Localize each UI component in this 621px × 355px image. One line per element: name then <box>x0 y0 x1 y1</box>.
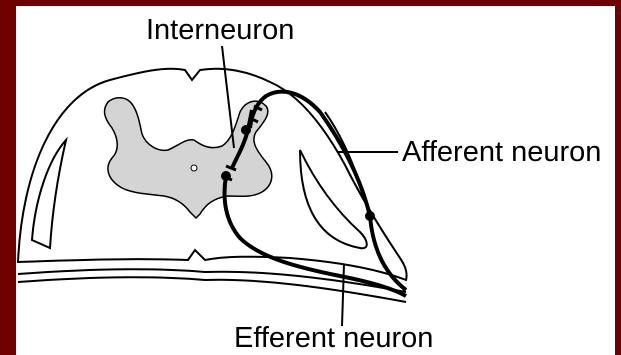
left-white-matter-contour <box>32 140 66 248</box>
diagram-panel: Interneuron Afferent neuron Efferent neu… <box>16 6 615 355</box>
outer-boundary-lower <box>18 277 406 302</box>
central-canal <box>191 165 197 171</box>
efferent-cell-body <box>221 171 231 181</box>
right-white-matter-contour <box>300 150 367 248</box>
interneuron-leader <box>222 46 234 148</box>
efferent-leader <box>342 264 344 326</box>
interneuron-label: Interneuron <box>146 16 294 45</box>
efferent-neuron-label: Efferent neuron <box>234 324 433 353</box>
spinal-cord-diagram <box>16 6 615 355</box>
interneuron-cell-body <box>241 125 251 135</box>
gray-matter <box>105 98 272 218</box>
afferent-neuron-label: Afferent neuron <box>402 138 601 167</box>
